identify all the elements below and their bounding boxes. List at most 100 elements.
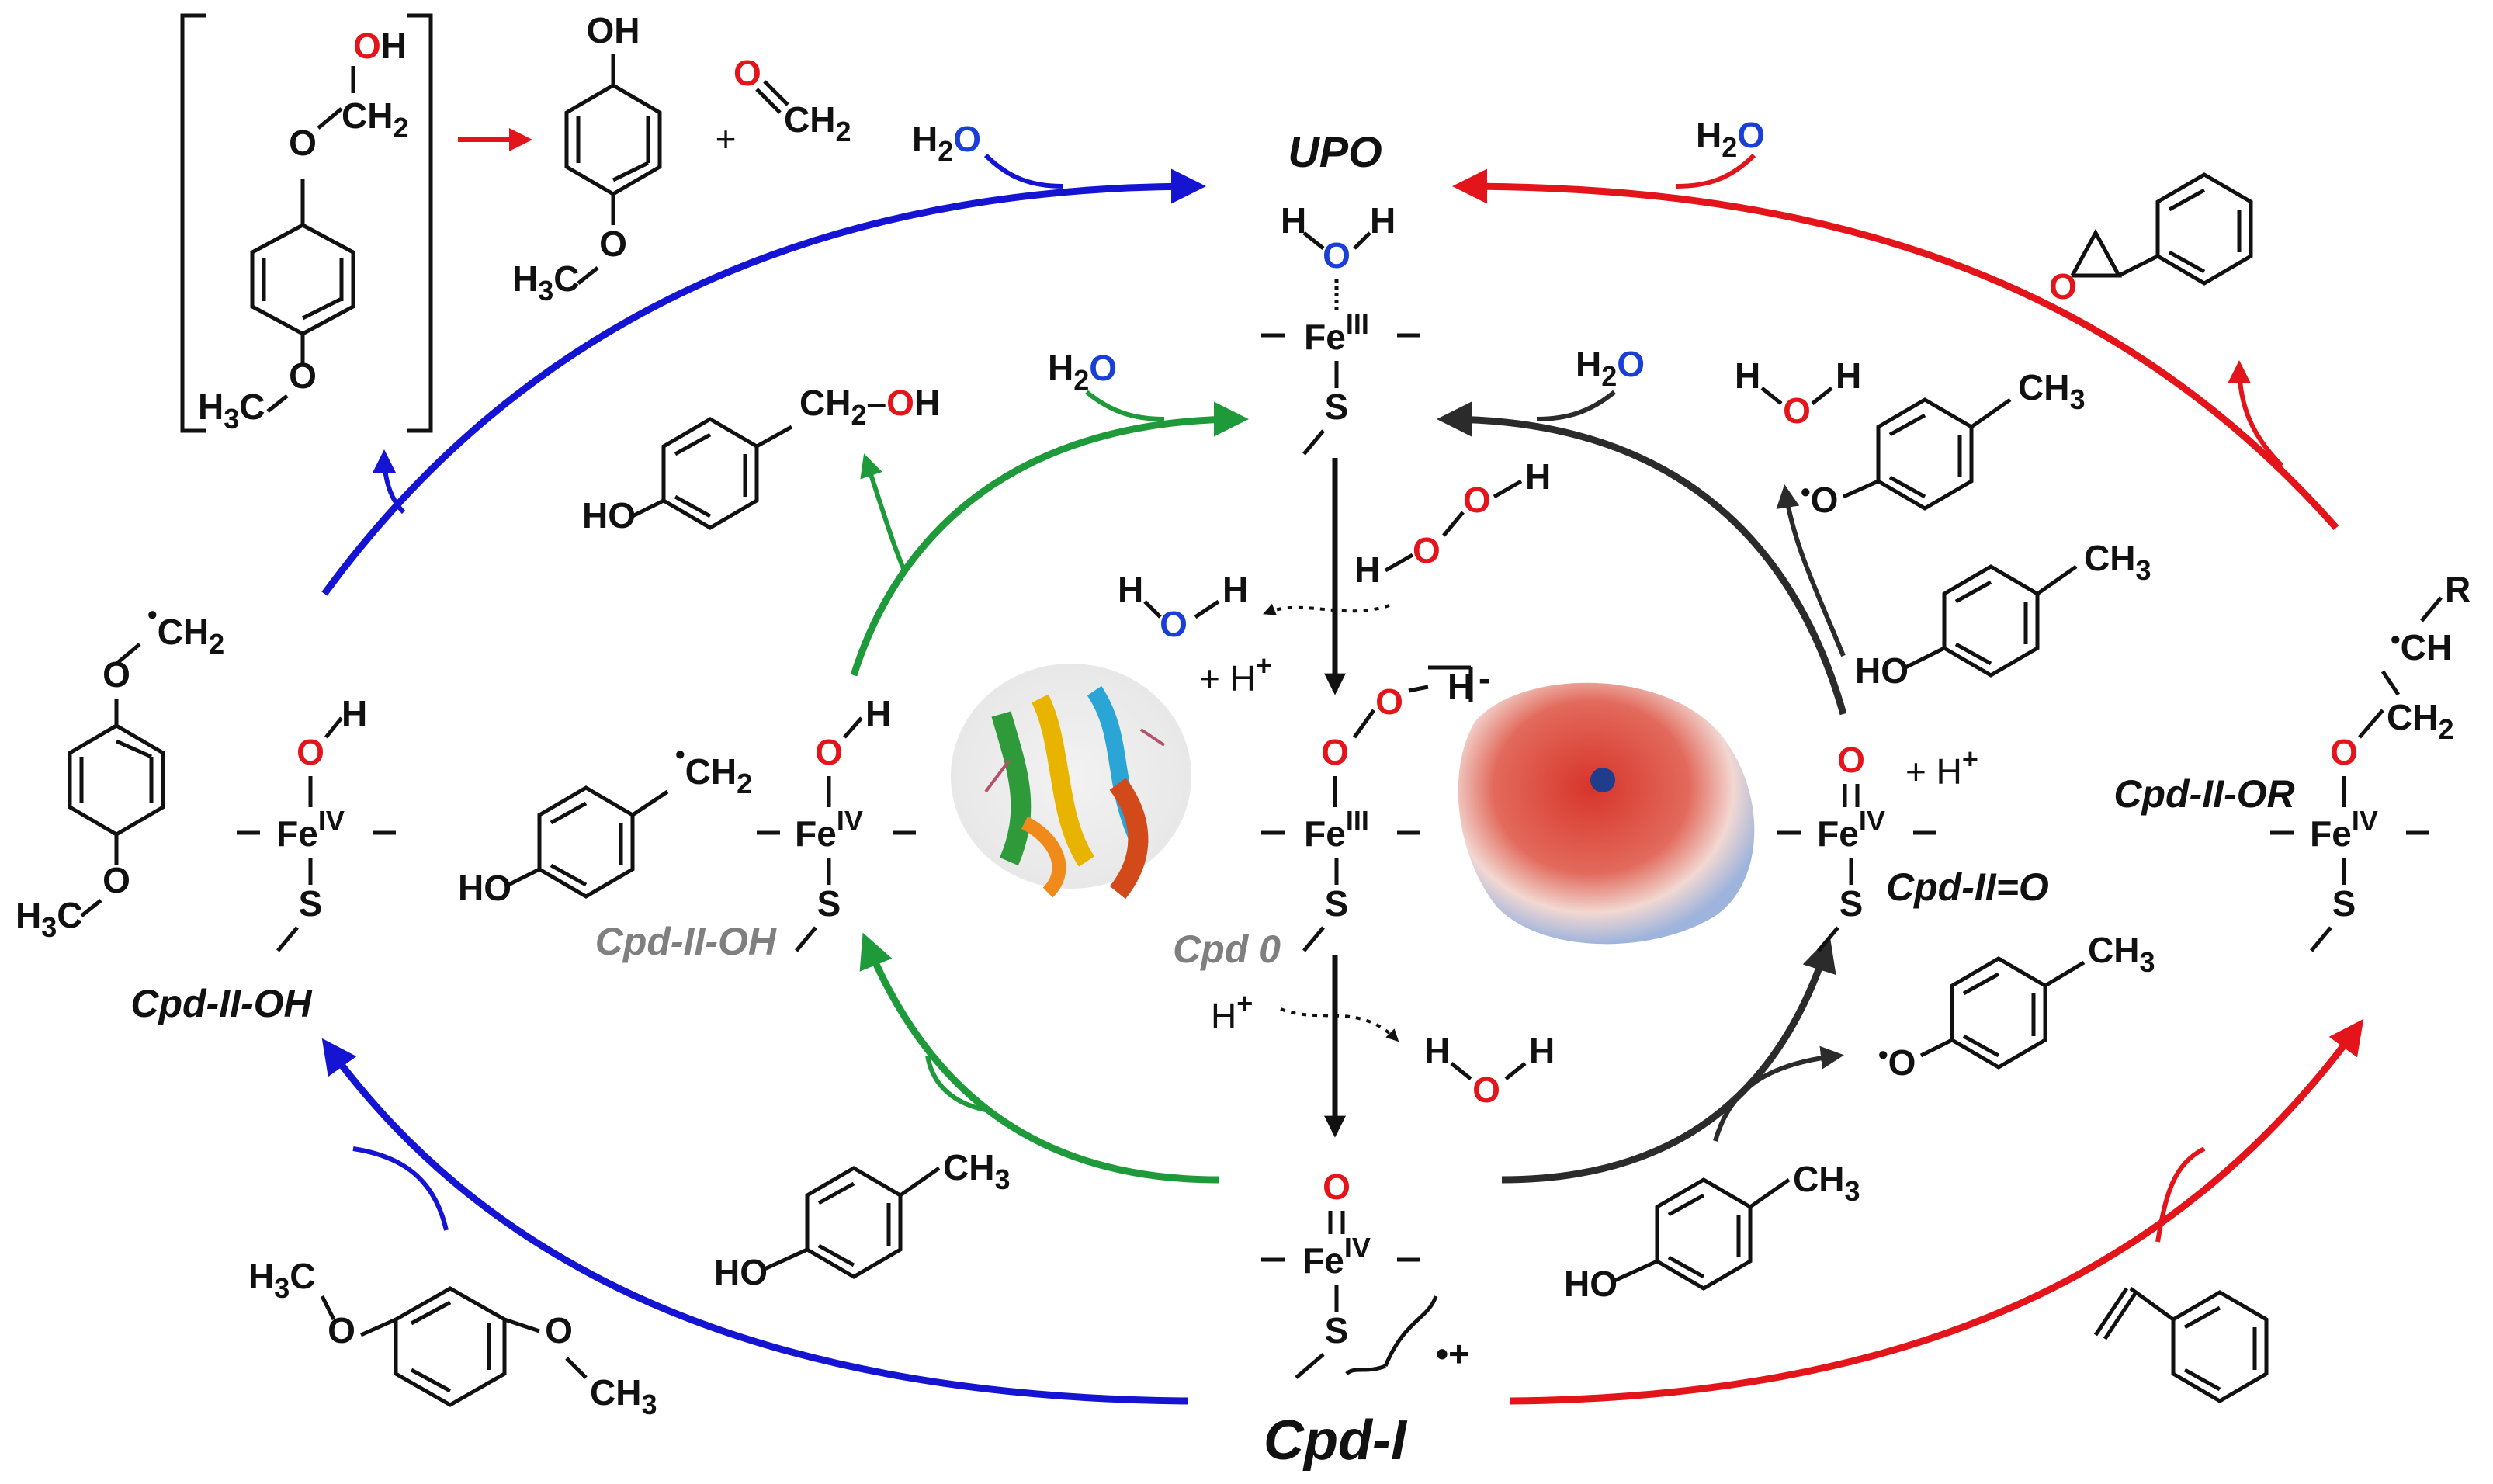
upo-water-h2: H	[1370, 200, 1396, 241]
h2o2-o1: O	[1413, 530, 1441, 570]
hemiacetal-hydroxyl: OH	[353, 26, 407, 66]
cpdIIor-ch2: CH2	[2387, 697, 2453, 745]
hydroxybenzyl-radical: HO •CH2	[458, 738, 752, 908]
cpdIIor-iron: FeIV	[2310, 805, 2378, 854]
cpdIIoh-outer-species: O H FeIV S Cpd-II-OH	[130, 693, 396, 1025]
styrene-oxide-product: O	[2049, 172, 2253, 307]
water-red-top: H2O	[1696, 115, 1765, 163]
cpdIIoh-outer-label: Cpd-II-OH	[130, 982, 312, 1025]
proton-plus-top: + H+	[1199, 650, 1272, 699]
dark-water-in-arrow	[1536, 390, 1616, 421]
dmb-o-right: O	[545, 1310, 573, 1351]
blue-product-out-arrow	[373, 449, 406, 515]
radical-ch2: •CH2	[147, 598, 224, 660]
pcd-ch3: CH3	[1793, 1159, 1860, 1207]
cpd0-iron: FeIII	[1304, 805, 1369, 854]
upo-water-h1: H	[1281, 200, 1306, 241]
released-water-bottom: H H O	[1424, 1031, 1555, 1110]
phenoxyl-radical-bottom: •O CH3	[1878, 930, 2155, 1083]
water-blue-top-text: H2O	[912, 119, 981, 167]
hydroxybenzyl-alcohol-product: HO CH2–OH	[582, 383, 940, 536]
dmb-methyl-left: H3C	[248, 1256, 316, 1304]
p-cresol-substrate-upper: HO CH3	[1855, 538, 2151, 691]
green-arrow-cpdI-to-cpdIIoh	[859, 932, 1219, 1184]
methoxy-radical-substrate: •CH2 O O H3C	[16, 598, 224, 943]
pru-o: •O	[1801, 476, 1838, 520]
cpd0-species: O O H - FeIII S Cpd 0	[1173, 658, 1490, 971]
red-arrow-cpdI-to-cpdIIor	[1509, 1018, 2364, 1405]
cpdIIoh-outer-iron: FeIV	[276, 805, 345, 854]
hba-ch2-oh: CH2–OH	[799, 383, 940, 431]
water-red-top-text: H2O	[1696, 115, 1765, 163]
green-arrow-cpdIIoh-to-upo	[850, 401, 1249, 677]
water-green-text: H2O	[1048, 348, 1117, 396]
dotted-arrow-h2o-release-bottom	[1280, 1007, 1399, 1042]
hemiacetal-ether-o-bottom: O	[289, 355, 317, 396]
released-water-bottom-o: O	[1472, 1070, 1500, 1110]
cpdIIeqO-iron: FeIV	[1817, 805, 1885, 854]
pcg-ch3: CH3	[943, 1147, 1010, 1195]
cpdIIoh-outer-sulfur: S	[299, 883, 323, 924]
hemiacetal-ch2: CH2	[342, 95, 408, 144]
prb-o: •O	[1878, 1038, 1916, 1083]
cpd0-label: Cpd 0	[1173, 928, 1281, 971]
released-water-top-h1: H	[1118, 569, 1143, 609]
formaldehyde-oxygen: O	[733, 53, 761, 93]
methoxyphenol-ether-o: O	[599, 224, 627, 264]
p-cresol-substrate-dark: HO CH3	[1564, 1159, 1860, 1304]
water-green: H2O	[1048, 348, 1117, 396]
cpdI-radical-cation: •+	[1436, 1333, 1469, 1374]
dmb-o-left: O	[328, 1310, 355, 1351]
proton-bottom: H+	[1211, 987, 1253, 1036]
released-water-top: H H O	[1118, 569, 1248, 644]
pcu-ho: HO	[1855, 650, 1909, 691]
water-product-right-h1: H	[1735, 355, 1760, 396]
cpd0-sulfur: S	[1325, 883, 1349, 924]
dark-product-out-arrow	[1776, 484, 1846, 657]
blue-water-in-arrow	[983, 153, 1064, 189]
dark-arrow-cpdI-to-cpdIIeqO	[1501, 936, 1836, 1184]
cpd0-o1: O	[1321, 732, 1349, 772]
blue-substrate-in-arrow	[352, 1146, 449, 1231]
cpdIIoh-outer-hydrogen: H	[342, 693, 367, 733]
cpdIIeqO-sulfur: S	[1839, 883, 1864, 924]
pcg-ho: HO	[714, 1252, 768, 1292]
cpdIIoh-inner-sulfur: S	[817, 883, 841, 924]
h2o2-h2: H	[1525, 456, 1551, 497]
hemiacetal-intermediate: O CH2 OH O H3C	[180, 13, 433, 435]
h2o2-o2: O	[1463, 480, 1491, 520]
cpdIIoh-inner-species: O H FeIV S Cpd-II-OH	[595, 693, 916, 963]
dotted-arrow-h2o-release-top	[1263, 603, 1390, 615]
upo-sulfur: S	[1325, 387, 1349, 427]
cpdI-species: O FeIV S •+ Cpd-I	[1261, 1167, 1469, 1472]
proton-cpdIIeqO: + H+	[1905, 743, 1978, 792]
cpdIIeqO-label: Cpd-II=O	[1886, 865, 2049, 909]
cpdIIor-sulfur: S	[2332, 883, 2356, 924]
hemiacetal-methyl: H3C	[198, 387, 265, 435]
dark-arrow-cpdIIeqO-to-upo	[1437, 401, 1847, 716]
released-water-bottom-h2: H	[1529, 1031, 1555, 1071]
red-arrow-cpdIIor-to-upo	[1452, 168, 2339, 530]
cpdIIor-species: O CH2 •CH R FeIV S Cpd-II-OR	[2113, 569, 2470, 952]
cpdIIeqO-oxygen: O	[1837, 740, 1865, 780]
green-product-out-arrow	[860, 453, 907, 572]
dmb-methyl-right: CH3	[590, 1372, 657, 1420]
hemiacetal-ether-o-top: O	[289, 123, 317, 163]
water-product-right-o: O	[1783, 390, 1811, 431]
hbr-ch2: •CH2	[675, 738, 752, 799]
cpdIIor-label: Cpd-II-OR	[2113, 772, 2294, 816]
released-water-top-h2: H	[1222, 569, 1248, 609]
cpdI-oxygen: O	[1323, 1167, 1351, 1207]
released-water-top-o: O	[1160, 604, 1188, 644]
red-substrate-in-arrow	[2155, 1146, 2206, 1243]
formaldehyde-product: O CH2	[733, 53, 851, 147]
methoxyphenol-methyl: H3C	[512, 258, 580, 307]
upo-resting-state: UPO H H O FeIII S	[1261, 127, 1420, 456]
protein-ribbon-image	[951, 664, 1191, 900]
cpdIIor-r-group: R	[2445, 569, 2470, 609]
hydrogen-peroxide: H O O H	[1354, 456, 1551, 590]
radical-ether-o-bottom: O	[102, 860, 130, 900]
methoxyphenol-product: OH O H3C	[512, 10, 662, 307]
cpd0-charge: -	[1479, 658, 1490, 699]
cpdIIoh-inner-hydrogen: H	[865, 693, 891, 733]
